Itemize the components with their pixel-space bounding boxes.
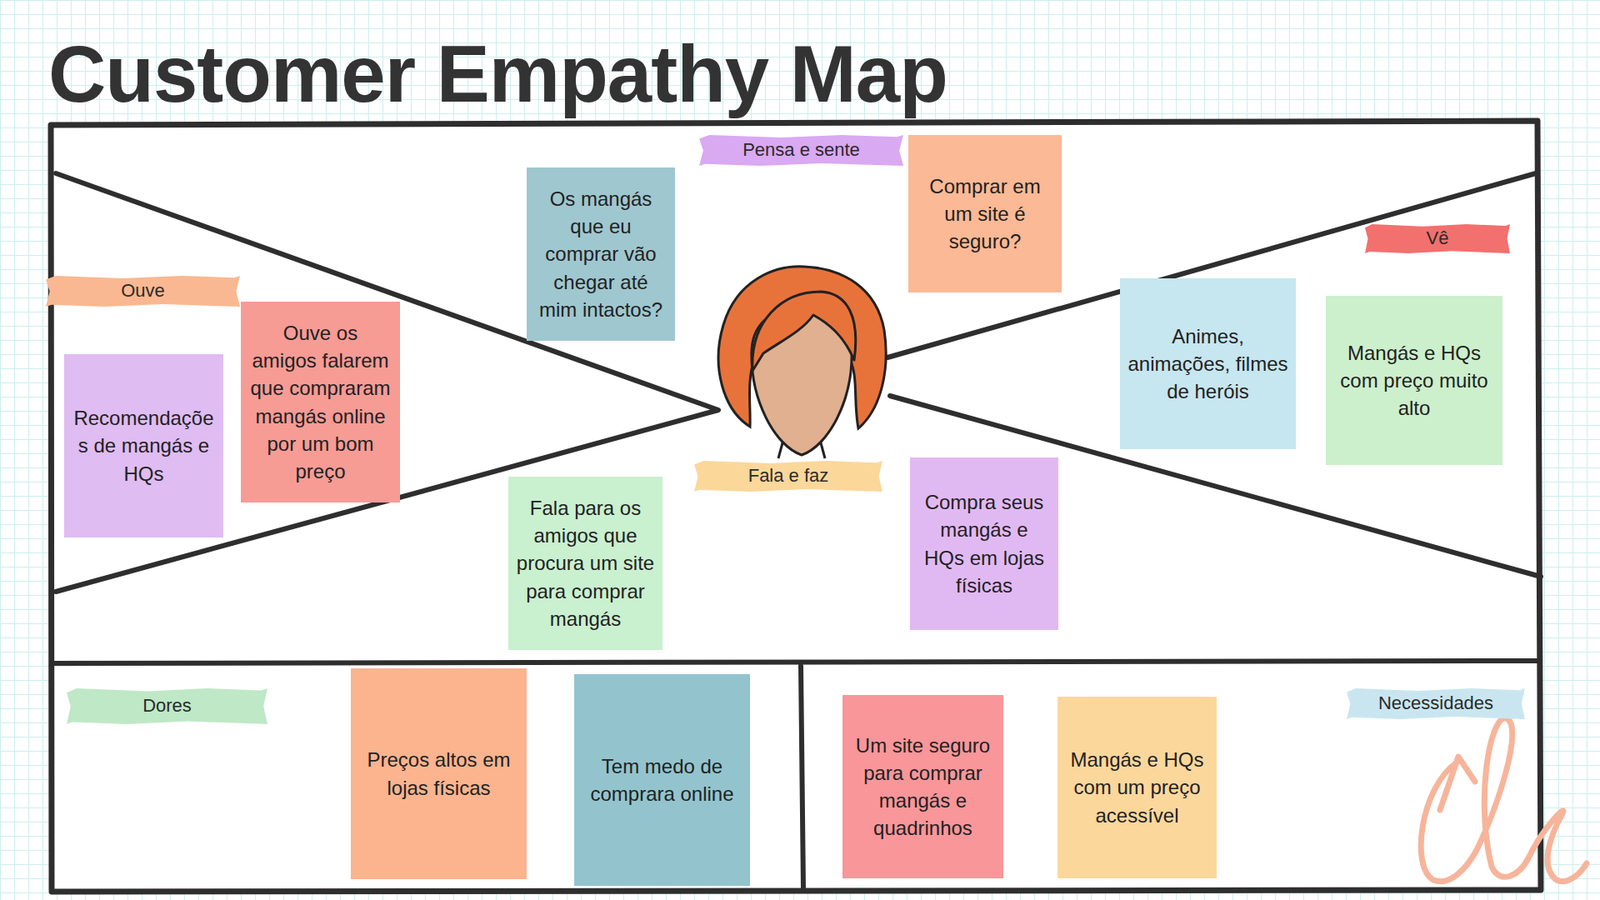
persona-illustration: [718, 266, 886, 459]
outer-frame: [50, 120, 1541, 892]
note-text: Comprar em um site é seguro?: [915, 172, 1055, 255]
section-label-band: Pensa e sente: [699, 135, 904, 166]
sticky-note: Um site seguro para comprar mangás e qua…: [842, 695, 1004, 879]
note-text: Um site seguro para comprar mangás e qua…: [850, 731, 996, 842]
sticky-note: Recomendações de mangás e HQs: [64, 354, 224, 538]
note-text: Ouve os amigos falarem que compraram man…: [248, 319, 393, 485]
section-label: Fala e faz: [748, 465, 830, 487]
note-text: Recomendações de mangás e HQs: [71, 404, 216, 487]
section-label-band: Dores: [66, 688, 268, 725]
section-label: Pensa e sente: [742, 139, 860, 161]
note-text: Mangás e HQs com preço muito alto: [1333, 339, 1495, 422]
section-label: Necessidades: [1378, 692, 1494, 715]
sticky-note: Animes, animações, filmes de heróis: [1120, 278, 1296, 450]
sticky-note: Comprar em um site é seguro?: [908, 135, 1062, 293]
sticky-note: Os mangás que eu comprar vão chegar até …: [526, 167, 675, 341]
section-label-band: Ouve: [45, 275, 240, 307]
note-text: Compra seus mangás e HQs em lojas física…: [917, 488, 1051, 599]
sticky-note: Compra seus mangás e HQs em lojas física…: [910, 457, 1059, 630]
section-label: Dores: [142, 695, 192, 717]
note-text: Tem medo de comprara online: [581, 752, 743, 808]
section-label-band: Fala e faz: [694, 460, 883, 492]
sticky-note: Mangás e HQs com um preço acessível: [1057, 696, 1217, 879]
section-label-band: Vê: [1365, 224, 1510, 254]
note-text: Animes, animações, filmes de heróis: [1127, 322, 1289, 405]
divider-line: [52, 660, 1540, 664]
divider-line: [800, 665, 804, 889]
sticky-note: Preços altos em lojas físicas: [350, 668, 527, 880]
section-label: Vê: [1426, 227, 1450, 250]
note-text: Preços altos em lojas físicas: [358, 745, 520, 801]
hair-bangs: [752, 291, 856, 371]
sticky-note: Fala para os amigos que procura um site …: [508, 476, 663, 650]
note-text: Mangás e HQs com um preço acessível: [1065, 745, 1210, 829]
note-text: Fala para os amigos que procura um site …: [515, 494, 655, 633]
note-text: Os mangás que eu comprar vão chegar até …: [534, 185, 668, 324]
sticky-note: Mangás e HQs com preço muito alto: [1325, 295, 1503, 465]
section-label: Ouve: [120, 280, 165, 302]
sticky-note: Tem medo de comprara online: [574, 674, 750, 886]
sticky-note: Ouve os amigos falarem que compraram man…: [240, 301, 400, 503]
signature-logo: [1420, 718, 1587, 882]
section-label-band: Necessidades: [1346, 688, 1525, 720]
title: Customer Empathy Map: [48, 30, 948, 119]
